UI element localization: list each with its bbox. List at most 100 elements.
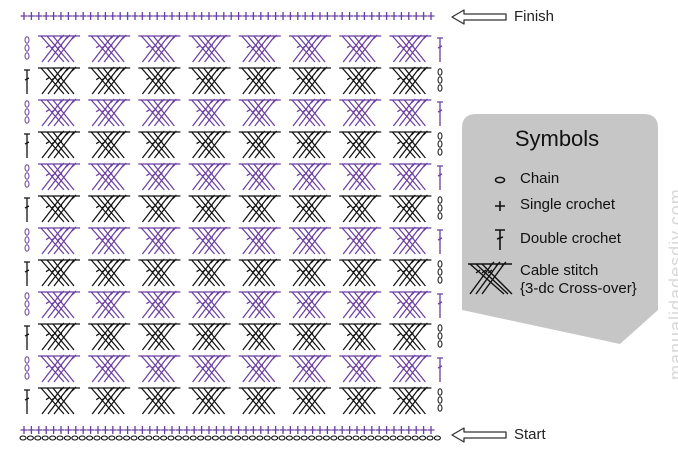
chain-stitch bbox=[24, 180, 30, 188]
finish-label: Finish bbox=[514, 8, 555, 25]
single-crochet-stitch bbox=[79, 426, 87, 434]
chain-stitch bbox=[160, 435, 168, 441]
row-edge-right bbox=[437, 132, 443, 156]
single-crochet-stitch bbox=[316, 426, 324, 434]
legend-background bbox=[462, 114, 658, 344]
single-crochet-stitch bbox=[368, 12, 376, 20]
chain-stitch bbox=[100, 435, 108, 441]
single-crochet-stitch bbox=[57, 426, 65, 434]
chain-stitch bbox=[24, 172, 30, 180]
chain-stitch bbox=[367, 435, 375, 441]
single-crochet-stitch bbox=[27, 426, 35, 434]
single-crochet-stitch bbox=[227, 426, 235, 434]
chain-stitch bbox=[41, 435, 49, 441]
single-crochet-stitch bbox=[390, 12, 398, 20]
single-crochet-stitch bbox=[323, 426, 331, 434]
single-crochet-stitch bbox=[249, 426, 257, 434]
cable-stitch bbox=[88, 386, 131, 415]
cable-stitch bbox=[88, 290, 131, 319]
cable-stitch bbox=[389, 130, 432, 159]
chain-stitch bbox=[437, 148, 443, 156]
single-crochet-stitch bbox=[249, 12, 257, 20]
chain-stitch bbox=[24, 164, 30, 172]
single-crochet-stitch bbox=[427, 426, 435, 434]
single-crochet-stitch bbox=[286, 12, 294, 20]
chain-stitch bbox=[152, 435, 160, 441]
single-crochet-stitch bbox=[146, 12, 154, 20]
legend-label-chain: Chain bbox=[520, 170, 560, 187]
chain-stitch bbox=[226, 435, 234, 441]
row-edge-right bbox=[437, 68, 443, 92]
chain-stitch bbox=[219, 435, 227, 441]
single-crochet-stitch bbox=[175, 426, 183, 434]
single-crochet-stitch bbox=[272, 426, 280, 434]
single-crochet-stitch bbox=[198, 426, 206, 434]
chain-stitch bbox=[24, 100, 30, 108]
watermark-text: manualidadesdiy.com bbox=[666, 188, 678, 380]
cable-stitch bbox=[88, 354, 131, 383]
chain-stitch bbox=[411, 435, 419, 441]
cable-stitch bbox=[289, 34, 331, 63]
chain-stitch bbox=[437, 132, 443, 140]
single-crochet-stitch bbox=[116, 12, 124, 20]
cable-stitch bbox=[289, 354, 331, 383]
single-crochet-stitch bbox=[35, 12, 43, 20]
single-crochet-stitch bbox=[309, 426, 317, 434]
chain-stitch bbox=[256, 435, 264, 441]
chain-stitch bbox=[24, 236, 30, 244]
single-crochet-stitch bbox=[72, 12, 80, 20]
chain-stitch bbox=[437, 84, 443, 92]
single-crochet-stitch bbox=[94, 12, 102, 20]
cable-stitch bbox=[238, 34, 281, 63]
single-crochet-stitch bbox=[124, 426, 132, 434]
row-edge-left bbox=[24, 228, 30, 252]
legend-label-double-crochet: Double crochet bbox=[520, 230, 621, 247]
double-crochet-stitch bbox=[437, 165, 443, 190]
watermark: manualidadesdiy.com bbox=[648, 20, 678, 380]
single-crochet-stitch bbox=[161, 12, 169, 20]
chain-stitch bbox=[204, 435, 212, 441]
double-crochet-stitch bbox=[24, 69, 30, 94]
cable-stitch bbox=[138, 258, 181, 287]
cable-stitch bbox=[188, 386, 231, 415]
chain-stitch bbox=[108, 435, 116, 441]
chain-stitch bbox=[24, 244, 30, 252]
chain-stitch bbox=[130, 435, 138, 441]
row-edge-left bbox=[24, 36, 30, 60]
cable-stitch bbox=[238, 354, 281, 383]
single-crochet-stitch bbox=[101, 12, 109, 20]
single-crochet-symbol-icon bbox=[495, 201, 505, 211]
single-crochet-stitch bbox=[64, 426, 72, 434]
single-crochet-stitch bbox=[42, 426, 50, 434]
cable-stitch bbox=[88, 66, 131, 95]
chain-stitch bbox=[63, 435, 71, 441]
chain-stitch bbox=[437, 196, 443, 204]
single-crochet-stitch bbox=[94, 426, 102, 434]
row-edge-right bbox=[437, 324, 443, 348]
cable-stitch bbox=[138, 290, 181, 319]
single-crochet-stitch bbox=[316, 12, 324, 20]
single-crochet-stitch bbox=[198, 12, 206, 20]
single-crochet-stitch bbox=[212, 12, 220, 20]
chain-stitch bbox=[86, 435, 94, 441]
single-crochet-stitch bbox=[294, 12, 302, 20]
row-edge-left bbox=[24, 197, 30, 222]
legend-row-cable-stitch: Cable stitch {3-dc Cross-over} bbox=[462, 260, 658, 300]
row-edge-left bbox=[24, 69, 30, 94]
single-crochet-stitch bbox=[360, 426, 368, 434]
row-edge-left bbox=[24, 164, 30, 188]
cable-stitch bbox=[389, 258, 432, 287]
cable-stitch bbox=[188, 258, 231, 287]
finish-arrow-icon bbox=[451, 9, 507, 25]
single-crochet-stitch bbox=[390, 426, 398, 434]
cable-stitch bbox=[138, 66, 181, 95]
chain-stitch bbox=[433, 435, 441, 441]
cable-stitch bbox=[289, 66, 331, 95]
chain-stitch bbox=[271, 435, 279, 441]
cable-stitch bbox=[339, 226, 382, 255]
chain-stitch bbox=[337, 435, 345, 441]
single-crochet-stitch bbox=[109, 426, 117, 434]
single-crochet-stitch bbox=[279, 426, 287, 434]
chain-stitch bbox=[34, 435, 42, 441]
chain-stitch bbox=[234, 435, 242, 441]
